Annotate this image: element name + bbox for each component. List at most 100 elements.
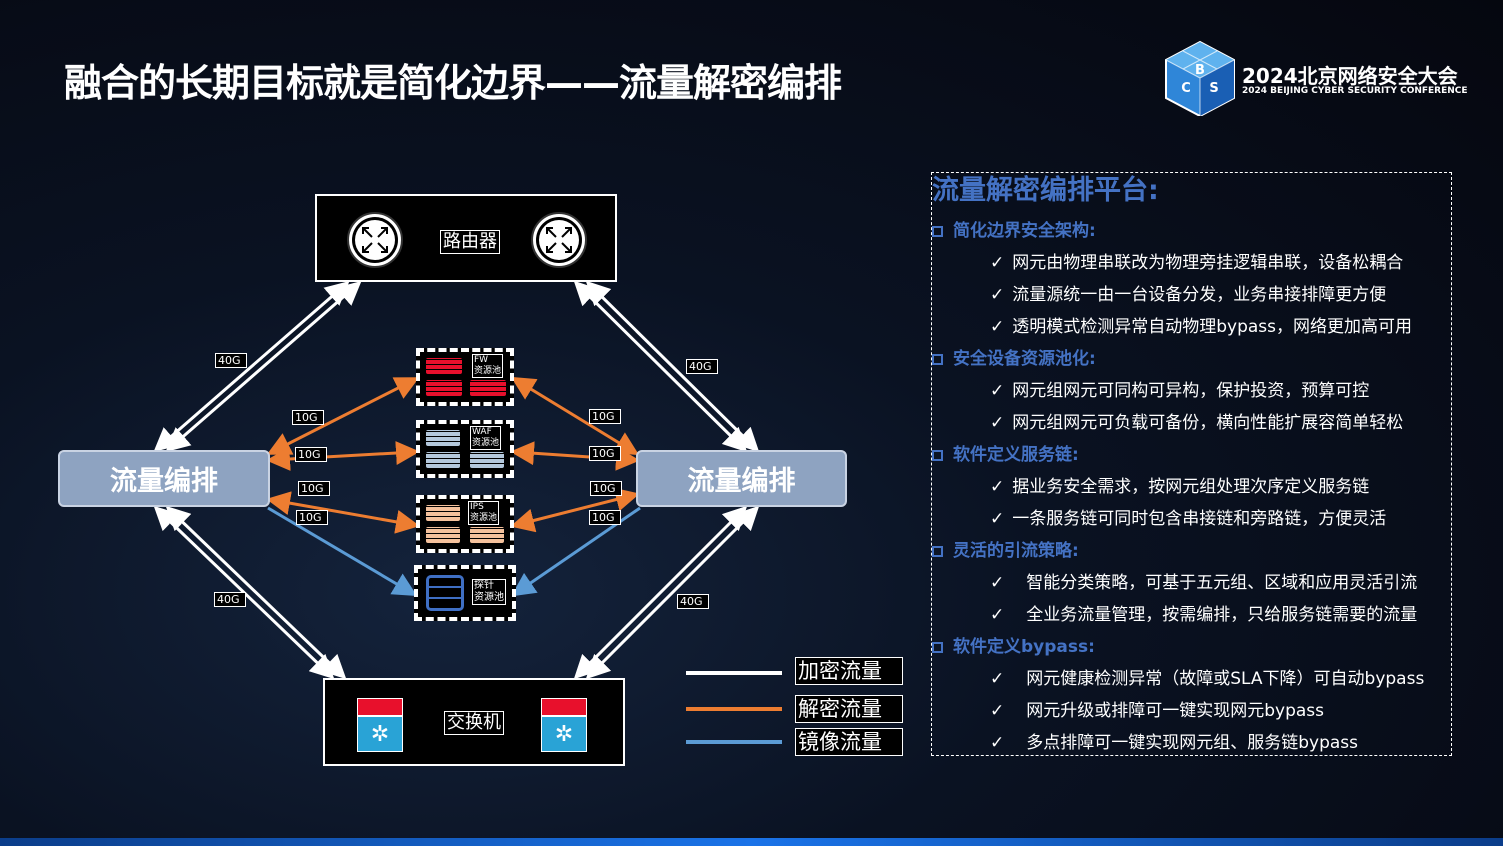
square-bullet-icon xyxy=(932,449,943,461)
bandwidth-label: 10G xyxy=(589,510,621,525)
check-icon: ✓ xyxy=(990,381,1005,401)
pool-name: FW xyxy=(474,355,489,365)
check-icon: ✓ xyxy=(990,317,1005,337)
check-icon: ✓ xyxy=(990,285,1005,305)
check-icon: ✓ xyxy=(990,733,1005,753)
probe-pool[interactable]: 探针资源池 xyxy=(414,565,516,621)
svg-text:S: S xyxy=(1209,81,1218,96)
legend-decrypted: 解密流量 xyxy=(795,695,903,723)
router-label: 路由器 xyxy=(440,230,500,254)
conference-logo: B C S 2024北京网络安全大会 2024 BEIJING CYBER SE… xyxy=(1162,40,1468,118)
check-icon: ✓ xyxy=(990,477,1005,497)
waf-icon xyxy=(426,430,460,446)
firewall-icon xyxy=(426,380,462,396)
bandwidth-label: 10G xyxy=(589,446,621,461)
legend-mirror: 镜像流量 xyxy=(795,728,903,756)
pool-sub: 资源池 xyxy=(470,513,498,523)
waf-icon xyxy=(470,452,504,468)
platform-features-panel: 流量解密编排平台: 简化边界安全架构: ✓ 网元由物理串联改为物理旁挂逻辑串联，设… xyxy=(931,172,1452,756)
check-icon: ✓ xyxy=(990,701,1005,721)
firewall-icon xyxy=(470,380,506,396)
switch-node[interactable]: ✲ 交换机 ✲ xyxy=(323,678,625,766)
list-item: 流量源统一由一台设备分发，业务串接排障更方便 xyxy=(1012,285,1387,305)
firewall-icon xyxy=(426,358,462,374)
switch-label: 交换机 xyxy=(444,711,504,735)
list-item: 网元健康检测异常（故障或SLA下降）可自动bypass xyxy=(1026,669,1425,689)
square-bullet-icon xyxy=(932,353,943,365)
bottom-accent-bar xyxy=(0,838,1503,846)
check-icon: ✓ xyxy=(990,253,1005,273)
section-heading: 安全设备资源池化: xyxy=(953,349,1096,369)
pool-sub: 资源池 xyxy=(472,438,500,448)
pool-name: WAF xyxy=(472,427,492,437)
check-icon: ✓ xyxy=(990,605,1005,625)
list-item: 网元组网元可同构可异构，保护投资，预算可控 xyxy=(1012,381,1370,401)
svg-text:B: B xyxy=(1195,63,1205,78)
bandwidth-label: 10G xyxy=(589,409,621,424)
link-right-ips xyxy=(510,487,640,533)
list-item: 智能分类策略，可基于五元组、区域和应用灵活引流 xyxy=(1026,573,1418,593)
list-item: 网元组网元可负载可备份，横向性能扩展容简单轻松 xyxy=(1012,413,1404,433)
link-right-switch-b xyxy=(585,505,760,680)
link-left-waf xyxy=(266,441,420,471)
server-icon xyxy=(426,575,464,611)
list-item: 网元升级或排障可一键实现网元bypass xyxy=(1026,701,1325,721)
bandwidth-label: 10G xyxy=(296,510,328,525)
check-icon: ✓ xyxy=(990,413,1005,433)
section-heading: 简化边界安全架构: xyxy=(953,221,1096,241)
link-left-fw xyxy=(266,377,420,455)
section-heading: 灵活的引流策略: xyxy=(953,541,1079,561)
panel-title: 流量解密编排平台: xyxy=(932,175,1159,206)
slide-title: 融合的长期目标就是简化边界——流量解密编排 xyxy=(64,61,842,105)
pool-sub: 资源池 xyxy=(474,366,502,376)
link-router-right-b xyxy=(585,280,760,453)
ips-icon xyxy=(426,505,460,521)
bandwidth-label: 40G xyxy=(214,592,246,607)
switch-icon: ✲ xyxy=(357,698,403,754)
router-icon xyxy=(531,212,587,268)
bandwidth-label: 10G xyxy=(590,481,622,496)
list-item: 全业务流量管理，按需编排，只给服务链需要的流量 xyxy=(1026,605,1418,625)
check-icon: ✓ xyxy=(990,509,1005,529)
orchestrator-left[interactable]: 流量编排 xyxy=(58,450,270,507)
bandwidth-label: 40G xyxy=(686,359,718,374)
list-item: 多点排障可一键实现网元组、服务链bypass xyxy=(1026,733,1359,753)
section-heading: 软件定义服务链: xyxy=(953,445,1079,465)
router-node[interactable]: 路由器 xyxy=(315,194,617,282)
pool-name: 探针 xyxy=(474,580,494,591)
bandwidth-label: 10G xyxy=(295,447,327,462)
list-item: 网元由物理串联改为物理旁挂逻辑串联，设备松耦合 xyxy=(1012,253,1404,273)
svg-text:C: C xyxy=(1181,81,1191,96)
link-left-switch-b xyxy=(165,505,347,680)
pool-sub: 资源池 xyxy=(474,592,504,603)
check-icon: ✓ xyxy=(990,573,1005,593)
bandwidth-label: 10G xyxy=(292,410,324,425)
square-bullet-icon xyxy=(932,225,943,237)
check-icon: ✓ xyxy=(990,669,1005,689)
list-item: 透明模式检测异常自动物理bypass，网络更加高可用 xyxy=(1012,317,1413,337)
square-bullet-icon xyxy=(932,641,943,653)
ips-icon xyxy=(426,527,460,543)
link-right-fw xyxy=(510,376,640,456)
orchestrator-right[interactable]: 流量编排 xyxy=(636,450,847,507)
pool-name: IPS xyxy=(470,502,484,512)
logo-title-en: 2024 BEIJING CYBER SECURITY CONFERENCE xyxy=(1242,86,1468,96)
link-router-left-b xyxy=(165,281,362,452)
bandwidth-label: 40G xyxy=(215,353,247,368)
list-item: 据业务安全需求，按网元组处理次序定义服务链 xyxy=(1012,477,1370,497)
square-bullet-icon xyxy=(932,545,943,557)
section-heading: 软件定义bypass: xyxy=(953,637,1095,657)
legend-encrypted: 加密流量 xyxy=(795,657,903,685)
bandwidth-label: 10G xyxy=(298,481,330,496)
list-item: 一条服务链可同时包含串接链和旁路链，方便灵活 xyxy=(1012,509,1387,529)
link-left-ips xyxy=(266,491,420,534)
link-left-probe xyxy=(267,506,418,597)
bandwidth-label: 40G xyxy=(677,594,709,609)
waf-icon xyxy=(426,452,460,468)
router-icon xyxy=(347,212,403,268)
switch-icon: ✲ xyxy=(541,698,587,754)
ips-icon xyxy=(470,527,504,543)
